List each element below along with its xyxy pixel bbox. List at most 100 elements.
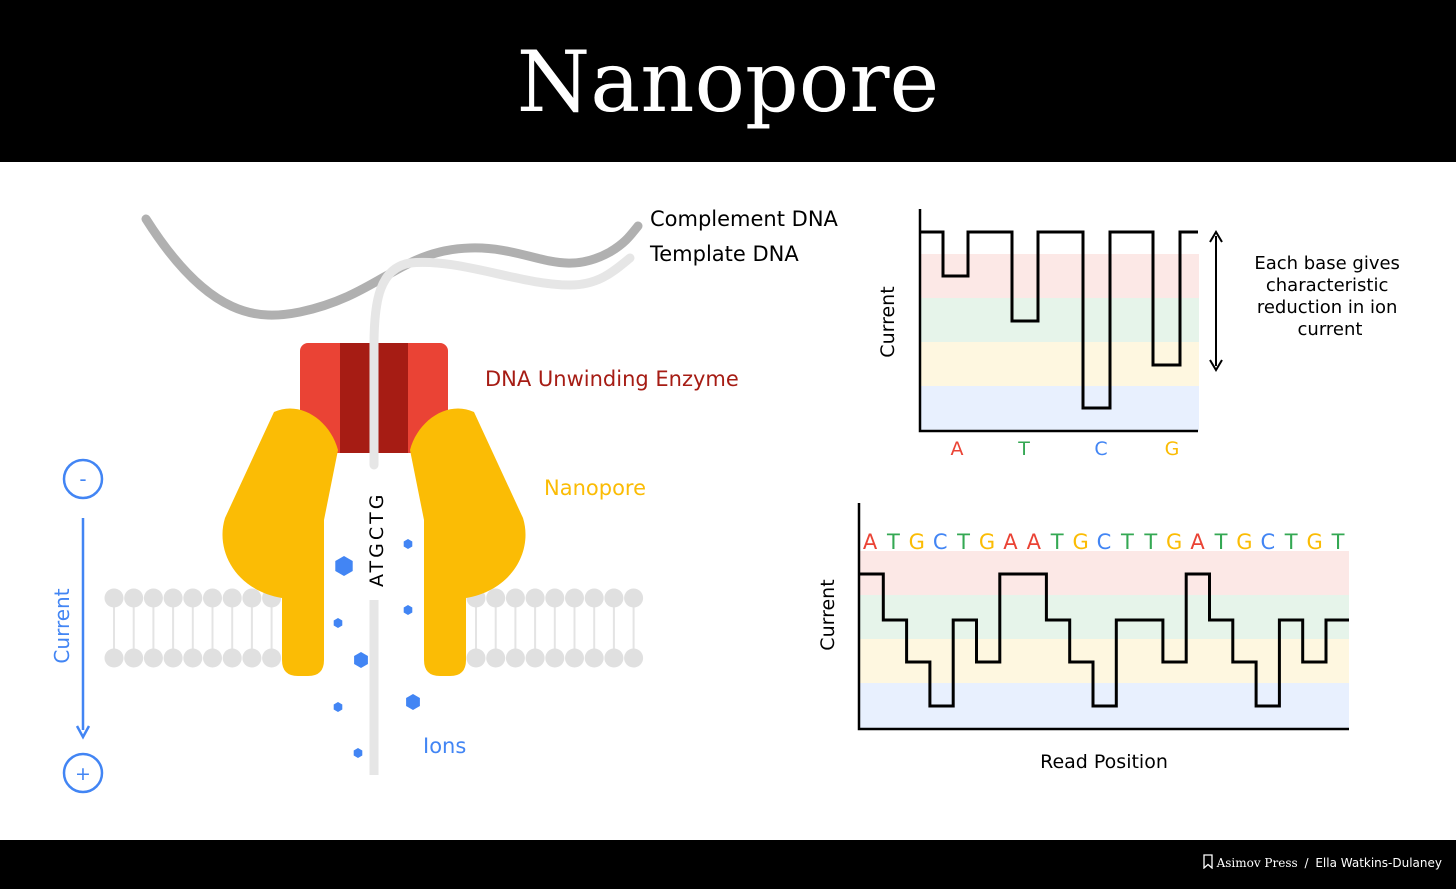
plus-label: + (75, 763, 91, 785)
reduction-annotation: Each base gives characteristic reduction… (1254, 253, 1405, 340)
strand-sequence-label: ATGCTG (366, 492, 388, 587)
sequence-base: G (1166, 530, 1182, 554)
lipid-head (124, 588, 144, 608)
sequence-base: G (1072, 530, 1088, 554)
lipid-head (163, 648, 183, 668)
sequence-base: T (1050, 530, 1064, 554)
level-band-A (860, 551, 1349, 596)
reduction-annotation-line: reduction in ion (1257, 297, 1398, 318)
chart1-tick-G: G (1165, 438, 1180, 460)
complement-dna-label: Complement DNA (650, 207, 839, 231)
reduction-annotation-line: current (1298, 319, 1363, 340)
chart2-x-label: Read Position (1040, 751, 1168, 773)
lipid-head (486, 648, 506, 668)
lipid-head (262, 648, 282, 668)
credit-separator: / (1300, 856, 1313, 870)
ion (403, 539, 413, 549)
chart2-level-bands (860, 551, 1349, 728)
sequence-base: A (1190, 530, 1205, 554)
lipid-head (545, 648, 565, 668)
sequence-base: T (1143, 530, 1157, 554)
lipid-head (486, 588, 506, 608)
lipid-head (505, 588, 525, 608)
dna-unwinding-enzyme (300, 343, 448, 453)
title-banner: Nanopore (0, 0, 1456, 162)
level-band-G (860, 639, 1349, 684)
ions-group (333, 539, 420, 758)
author-name: Ella Watkins-Dulaney (1315, 856, 1442, 870)
page-title: Nanopore (516, 33, 940, 131)
current-arrowhead (75, 725, 91, 740)
lipid-head (222, 648, 242, 668)
minus-terminal (62, 458, 104, 500)
current-indicator: - + Current (50, 458, 104, 794)
lipid-head (525, 588, 545, 608)
lipid-head (624, 648, 644, 668)
lipid-head (584, 588, 604, 608)
chart2-y-label: Current (817, 579, 839, 650)
sequence-base: A (863, 530, 878, 554)
sequence-base: A (1003, 530, 1018, 554)
sequence-base: G (979, 530, 995, 554)
sequence-base: T (1284, 530, 1298, 554)
lipid-head (183, 588, 203, 608)
chart1-level-bands (921, 254, 1199, 431)
lipid-head (143, 648, 163, 668)
level-band-T (921, 298, 1199, 343)
ion (354, 652, 368, 668)
lipid-head (183, 648, 203, 668)
lipid-head (466, 648, 486, 668)
ion (333, 702, 343, 712)
lipid-head (104, 588, 124, 608)
reduction-range-arrow (1209, 230, 1223, 372)
nanopore-label: Nanopore (544, 476, 646, 500)
level-band-C (921, 386, 1199, 431)
lipid-head (525, 648, 545, 668)
complement-dna-strand (141, 214, 643, 320)
lipid-head (203, 588, 222, 608)
ion (353, 748, 363, 758)
lipid-head (604, 588, 624, 608)
lipid-membrane-left (104, 588, 282, 668)
lipid-head (624, 588, 644, 608)
lipid-head (163, 588, 183, 608)
ion (333, 618, 343, 628)
chart1-tick-A: A (951, 438, 964, 460)
chart1-tick-T: T (1017, 438, 1030, 460)
sequence-base: T (956, 530, 970, 554)
lipid-head (565, 648, 584, 668)
publisher-name: Asimov Press (1216, 856, 1298, 870)
sequence-base: G (909, 530, 925, 554)
ions-label: Ions (423, 734, 466, 758)
lipid-head (242, 648, 262, 668)
template-dna-label: Template DNA (649, 242, 799, 266)
reduction-annotation-line: Each base gives (1254, 253, 1400, 274)
nanopore-protein (222, 408, 526, 676)
sequence-base: T (886, 530, 900, 554)
chart2-axes (857, 503, 1349, 731)
sequence-base: C (933, 530, 948, 554)
plus-terminal (62, 752, 104, 794)
sequence-base: G (1306, 530, 1322, 554)
sequence-base: C (1097, 530, 1112, 554)
lipid-head (222, 588, 242, 608)
lipid-head (584, 648, 604, 668)
sequence-base: A (1027, 530, 1042, 554)
sequence-base: T (1120, 530, 1134, 554)
lipid-head (104, 648, 124, 668)
lipid-head (604, 648, 624, 668)
enzyme-label: DNA Unwinding Enzyme (485, 367, 739, 391)
lipid-head (124, 648, 144, 668)
lipid-head (545, 588, 565, 608)
lipid-head (203, 648, 222, 668)
level-band-T (860, 595, 1349, 640)
chart1-current-trace (921, 230, 1198, 410)
bookmark-icon (1202, 854, 1214, 872)
lipid-head (505, 648, 525, 668)
sequence-base: T (1331, 530, 1345, 554)
